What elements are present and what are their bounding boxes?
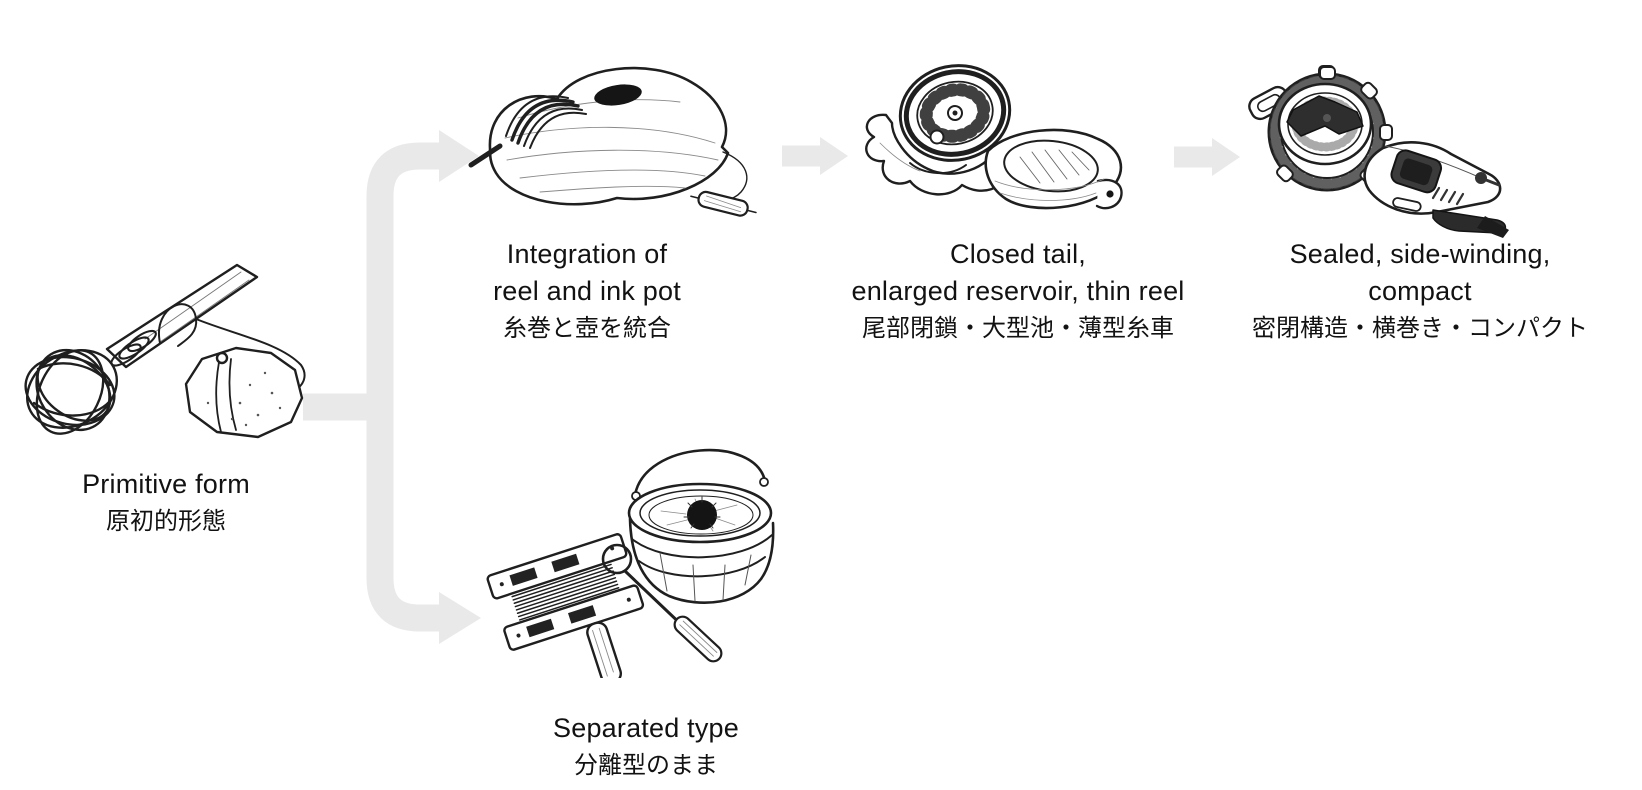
twine-ball	[24, 348, 119, 435]
arrow-closed-tail-to-sealed	[1174, 138, 1240, 176]
wound-thread-reel	[505, 95, 587, 149]
primitive-form-label-ja: 原初的形態	[106, 508, 226, 535]
lower-branch-arrowhead-icon	[439, 592, 481, 644]
caption-integration: Integration of reel and ink pot 糸巻と壺を統合	[427, 236, 747, 346]
primitive-form-label-en: Primitive form	[82, 469, 250, 499]
pointed-tip	[1477, 216, 1509, 238]
modern-chalk-line-illustration	[1248, 65, 1509, 238]
caption-sealed-compact: Sealed, side-winding, compact 密閉構造・横巻き・コ…	[1215, 236, 1625, 346]
ink-pot-hole	[594, 84, 642, 106]
stone-rope	[215, 358, 237, 433]
ink-bucket	[627, 448, 775, 604]
ink-needle	[601, 543, 723, 663]
karuko-pin	[690, 190, 757, 217]
upper-branch-arrowhead-icon	[439, 130, 479, 182]
stick-shape	[105, 263, 259, 369]
separated-type-illustration	[486, 448, 775, 678]
closed-tail-label-en-line2: enlarged reservoir, thin reel	[851, 276, 1185, 306]
sealed-label-en-line1: Sealed, side-winding,	[1289, 239, 1551, 269]
sealed-label-ja: 密閉構造・横巻き・コンパクト	[1252, 315, 1588, 342]
reel-handle	[586, 621, 623, 678]
reel-wheel	[898, 64, 1012, 162]
sealed-label-en-line2: compact	[1368, 276, 1472, 306]
closed-tail-label-ja: 尾部閉鎖・大型池・薄型糸車	[862, 315, 1174, 342]
caption-closed-tail: Closed tail, enlarged reservoir, thin re…	[818, 236, 1218, 346]
tail-string-hole	[1106, 190, 1114, 198]
integration-label-ja: 糸巻と壺を統合	[503, 315, 671, 342]
separated-type-label-ja: 分離型のまま	[574, 752, 718, 779]
reel-axle-pin	[468, 143, 503, 168]
arrow-integration-to-closed-tail	[782, 137, 848, 175]
string-slot	[1392, 197, 1422, 212]
caption-separated-type: Separated type 分離型のまま	[486, 710, 806, 783]
separated-type-label-en: Separated type	[553, 713, 739, 743]
caption-primitive-form: Primitive form 原初的形態	[6, 466, 326, 539]
closed-tail-label-en-line1: Closed tail,	[950, 239, 1086, 269]
frame-pin	[929, 129, 945, 145]
integrated-sumitsubo-illustration	[468, 66, 757, 217]
lock-button	[1390, 149, 1443, 194]
closed-tail-sumitsubo-illustration	[865, 64, 1123, 210]
primitive-form-illustration	[24, 263, 306, 439]
integration-label-en-line2: reel and ink pot	[493, 276, 681, 306]
branch-bracket	[303, 142, 441, 632]
stone-shape	[184, 346, 304, 439]
thread-reel-frame	[486, 533, 645, 678]
integration-label-en-line1: Integration of	[506, 239, 668, 269]
grip-texture	[1431, 186, 1465, 206]
